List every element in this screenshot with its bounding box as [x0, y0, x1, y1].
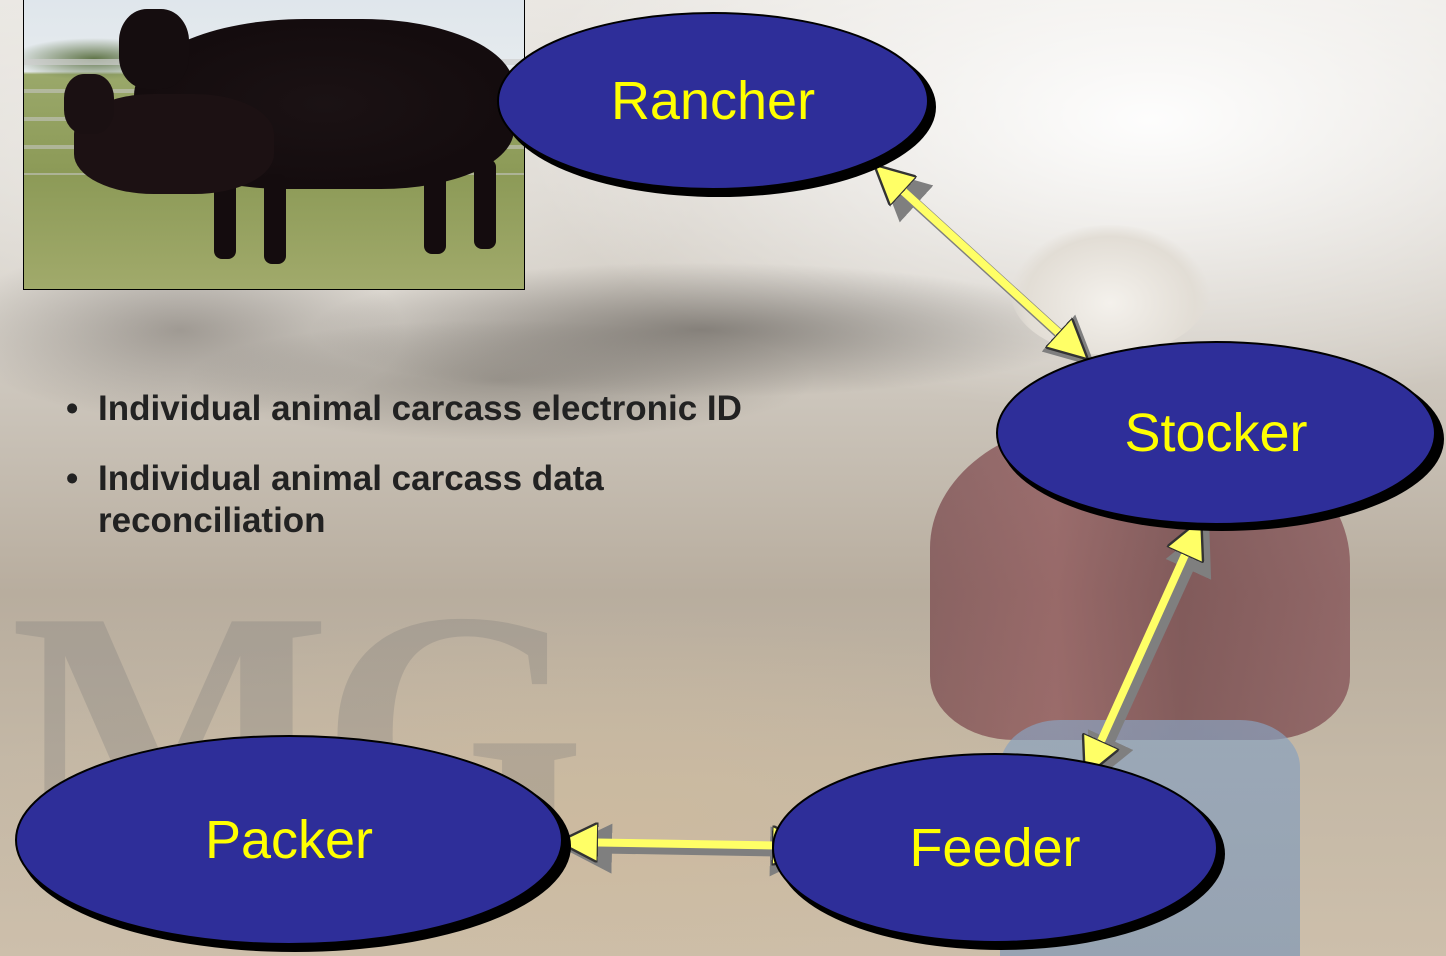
node-packer-label: Packer [205, 810, 373, 870]
node-rancher-ellipse [497, 12, 929, 190]
cow-leg [264, 174, 286, 264]
cow-leg [424, 164, 446, 254]
arrow-rancher-stocker [880, 170, 1082, 354]
bullet-dot: • [66, 459, 79, 498]
arrow-feeder-packer [566, 842, 804, 846]
cattle-photo [23, 0, 525, 290]
node-stocker: Stocker [996, 341, 1444, 531]
node-feeder: Feeder [772, 753, 1225, 950]
node-rancher: Rancher [497, 12, 936, 197]
bullet-item: • Individual animal carcass data reconci… [66, 458, 996, 542]
node-stocker-label: Stocker [1124, 403, 1307, 463]
calf-head [64, 74, 114, 134]
node-stocker-ellipse [996, 341, 1436, 525]
arrow-stocker-feeder [1088, 526, 1198, 770]
arrow-stocker-feeder-shadow [1087, 523, 1212, 786]
node-feeder-label: Feeder [909, 818, 1080, 878]
node-packer-ellipse [15, 735, 563, 945]
cow-head [119, 9, 189, 89]
bullet-dot: • [66, 389, 79, 428]
bullet-text: Individual animal carcass data reconcili… [98, 459, 604, 540]
bullet-text: Individual animal carcass electronic ID [98, 389, 742, 428]
bullet-list: • Individual animal carcass electronic I… [66, 388, 996, 570]
node-packer: Packer [15, 735, 571, 952]
cow-leg [474, 159, 496, 249]
node-rancher-label: Rancher [611, 71, 815, 131]
bullet-item: • Individual animal carcass electronic I… [66, 388, 996, 430]
node-feeder-ellipse [772, 753, 1218, 943]
